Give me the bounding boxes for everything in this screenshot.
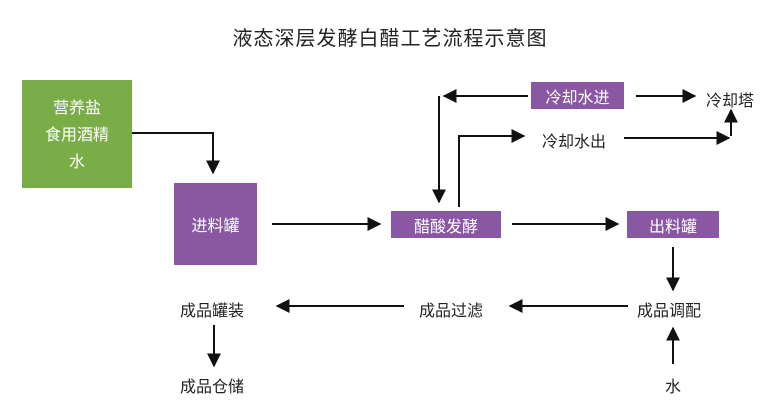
cooling-water-out-label: 冷却水出 <box>542 132 607 151</box>
canning-label: 成品罐装 <box>180 301 245 320</box>
blending-label: 成品调配 <box>637 301 702 320</box>
water-label: 水 <box>665 377 682 396</box>
discharge-tank-box: 出料罐 <box>627 211 719 238</box>
cooling-water-in-box: 冷却水进 <box>531 82 624 109</box>
ingredient-water: 水 <box>68 151 85 171</box>
cooling-tower-label: 冷却塔 <box>706 91 755 110</box>
ingredient-edible-alcohol: 食用酒精 <box>44 124 109 144</box>
storage-label: 成品仓储 <box>180 377 245 396</box>
arrow-cooling-out <box>458 129 526 207</box>
ingredient-nutrient-salt: 营养盐 <box>52 97 101 117</box>
ingredients-box: 营养盐 食用酒精 水 <box>22 80 132 188</box>
arrow-ingredients-to-feed-tank <box>132 132 220 175</box>
feed-tank-box: 进料罐 <box>174 183 257 265</box>
fermentation-box: 醋酸发酵 <box>391 211 501 238</box>
diagram-title: 液态深层发酵白醋工艺流程示意图 <box>232 26 548 50</box>
filtration-label: 成品过滤 <box>419 301 484 320</box>
